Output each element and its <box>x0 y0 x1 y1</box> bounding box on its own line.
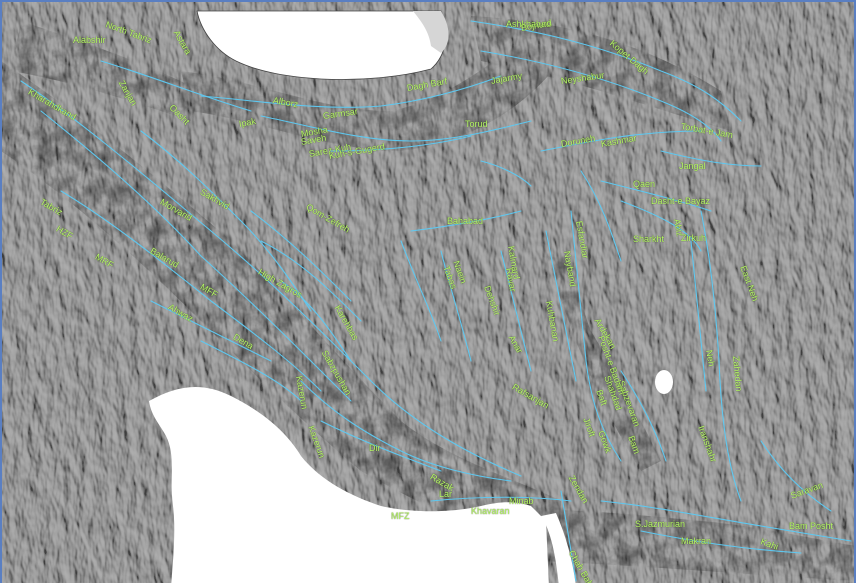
fault-label-sjazmurian: S.Jazmurian <box>635 519 686 529</box>
fault-label-tozad: Torud <box>465 119 488 129</box>
fault-label-jangal: Jangal <box>679 161 706 171</box>
fault-label-minab: Minab <box>509 496 534 506</box>
fault-lines <box>20 20 852 582</box>
fault-label-dashtebayaz: Dasht-e Bayaz <box>651 196 711 206</box>
fault-label-zirkuh: Zirkuh <box>681 233 707 243</box>
fault-label-mfz: MFZ <box>391 511 410 521</box>
fault-label-alabshir: Alabshir <box>73 35 106 45</box>
fault-label-babakai: Bahabad <box>447 216 484 226</box>
lake-jazmurian <box>655 370 673 394</box>
fault-label-atrak: Ashkhabad <box>506 19 552 29</box>
fault-label-sharkht: Sharkht <box>633 234 665 244</box>
fault-label-qaen: Qaen <box>633 179 656 189</box>
fault-label-khavaran: Khavaran <box>471 506 510 516</box>
fault-label-dir: Dir <box>369 443 381 453</box>
bottom-margin <box>0 583 856 586</box>
fault-label-lar: Lar <box>439 489 453 499</box>
persian-gulf <box>149 386 549 585</box>
fault-label-bamposhd: Bam Posht <box>789 521 834 531</box>
caspian-sea <box>196 10 447 80</box>
fault-label-makran: Makran <box>681 536 712 546</box>
